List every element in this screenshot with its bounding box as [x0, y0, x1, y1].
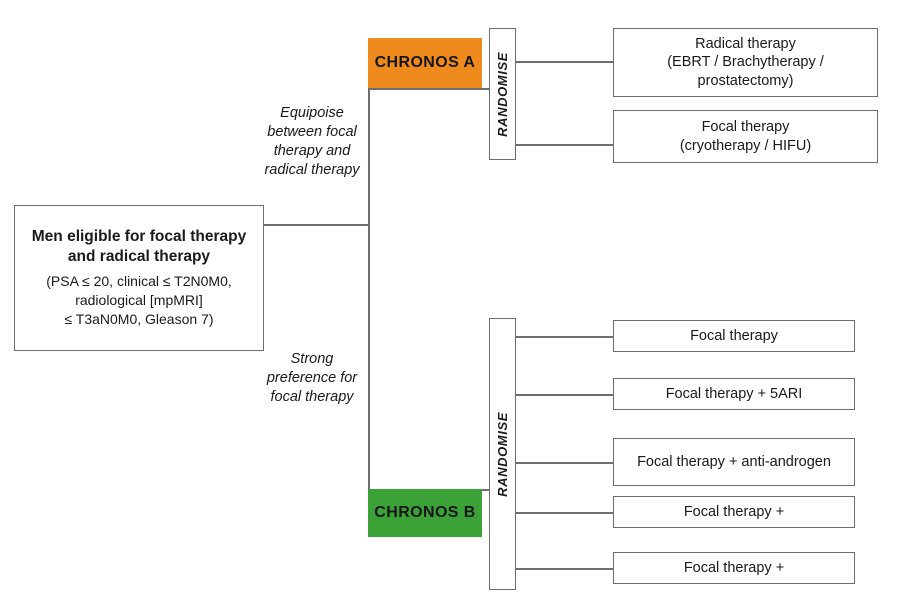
eligibility-box: Men eligible for focal therapy and radic… [14, 205, 264, 351]
connector-branch-a [368, 88, 490, 90]
outcome-box-b-2: Focal therapy + 5ARI [613, 378, 855, 410]
outcome-box-b-5: Focal therapy + [613, 552, 855, 584]
connector-spine-vertical [368, 88, 370, 513]
connector-b-outcome-1 [516, 336, 614, 338]
connector-a-outcome-2 [516, 144, 614, 146]
outcome-box-a-2: Focal therapy (cryotherapy / HIFU) [613, 110, 878, 163]
chronos-a-label: CHRONOS A [368, 38, 482, 88]
eligibility-criteria: (PSA ≤ 20, clinical ≤ T2N0M0, radiologic… [46, 273, 232, 328]
connector-b-outcome-3 [516, 462, 614, 464]
randomise-bar-a: RANDOMISE [489, 28, 516, 160]
connector-b-outcome-5 [516, 568, 614, 570]
chronos-b-label: CHRONOS B [368, 489, 482, 537]
randomise-bar-b: RANDOMISE [489, 318, 516, 590]
branch-note-preference: Strong preference for focal therapy [266, 351, 358, 405]
eligibility-title: Men eligible for focal therapy and radic… [31, 228, 247, 266]
connector-b-outcome-2 [516, 394, 614, 396]
randomise-b-label: RANDOMISE [495, 411, 510, 497]
randomise-a-label: RANDOMISE [495, 51, 510, 137]
connector-a-outcome-1 [516, 61, 614, 63]
branch-note-equipoise: Equipoise between focal therapy and radi… [264, 105, 360, 178]
connector-b-outcome-4 [516, 512, 614, 514]
outcome-box-b-3: Focal therapy + anti-androgen [613, 438, 855, 486]
outcome-box-a-1: Radical therapy (EBRT / Brachytherapy / … [613, 28, 878, 97]
outcome-box-b-1: Focal therapy [613, 320, 855, 352]
connector-trunk-horizontal [264, 224, 369, 226]
outcome-box-b-4: Focal therapy + [613, 496, 855, 528]
